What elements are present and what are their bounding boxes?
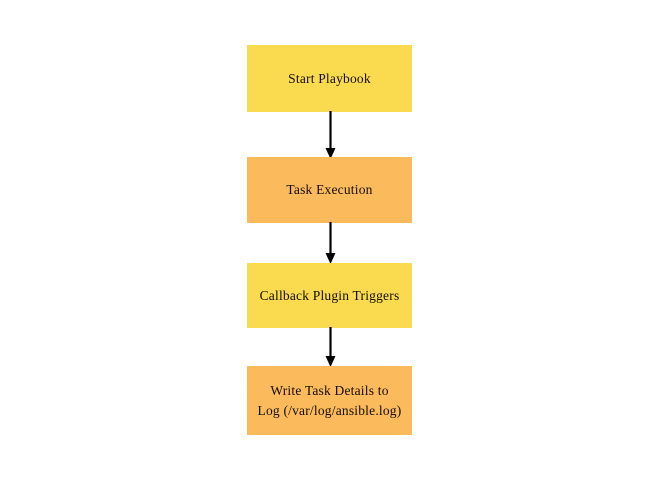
flow-node-write-task-details[interactable]: Write Task Details to Log (/var/log/ansi…	[247, 366, 412, 435]
flow-arrow-1	[325, 111, 336, 159]
flow-node-callback-plugin-triggers[interactable]: Callback Plugin Triggers	[247, 263, 412, 328]
flow-node-start-playbook[interactable]: Start Playbook	[247, 45, 412, 112]
flow-node-task-execution[interactable]: Task Execution	[247, 157, 412, 223]
flow-node-label: Task Execution	[286, 182, 373, 198]
flow-node-label: Callback Plugin Triggers	[259, 287, 400, 303]
flow-arrow-3	[325, 327, 336, 367]
flow-arrow-2	[325, 222, 336, 264]
flow-node-label: Write Task Details to Log (/var/log/ansi…	[257, 382, 402, 418]
flow-node-label: Start Playbook	[288, 70, 371, 86]
